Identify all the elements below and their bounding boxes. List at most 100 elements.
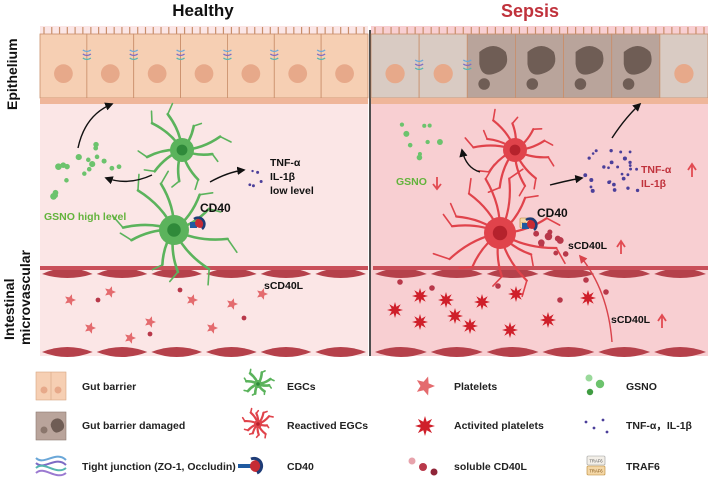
endothelial-cell: [206, 268, 257, 278]
cytokine-dot: [626, 173, 630, 177]
damaged-debris: [527, 46, 556, 75]
cell-nucleus: [241, 64, 261, 84]
glial-branch: [248, 432, 254, 435]
activated-platelet: [462, 318, 478, 334]
epithelial-cell: [320, 33, 369, 99]
soluble-cd40l-dot: [429, 285, 435, 291]
platelet: [187, 294, 198, 306]
glial-branch: [464, 137, 475, 149]
tight-junction-icon: [462, 67, 472, 71]
glial-branch: [487, 186, 501, 194]
cytokine-dot: [248, 183, 252, 187]
platelet-icon: [416, 376, 435, 396]
tight-junction-icon: [462, 63, 472, 67]
legend-cytokines: TNF-α，IL-1β: [626, 420, 693, 432]
glial-branch: [119, 232, 133, 241]
cell-nucleus: [54, 64, 73, 84]
tight-junction-icon: [176, 53, 185, 57]
gsno-dot: [75, 153, 82, 161]
glial-branch: [207, 268, 210, 286]
glial-branch: [251, 392, 256, 396]
glial-branch: [168, 271, 179, 283]
endothelial-cell: [598, 347, 651, 357]
cytokine-dot: [590, 188, 595, 193]
soluble-cd40l-dot: [557, 297, 563, 303]
legend-gsno: GSNO: [626, 381, 657, 393]
tight-junction-icon: [223, 57, 232, 61]
soluble-cd40l-dot: [556, 236, 564, 244]
glial-branch: [166, 102, 174, 115]
healthy-egc-upper: [137, 102, 232, 191]
traf6-icon: TRAF6 TRAF6: [586, 455, 606, 476]
glial-branch: [112, 215, 124, 229]
glial-branch: [449, 202, 458, 218]
glial-branch: [208, 208, 222, 213]
gsno-dot: [89, 161, 96, 168]
cytokine-dot: [608, 180, 612, 183]
arrow-sepsis-to-cytokine: [549, 174, 584, 186]
activated-platelet: [387, 302, 403, 318]
tight-junction-icon: [414, 63, 424, 67]
endothelial-cell: [486, 347, 539, 357]
gsno-down-arrow-icon: [432, 177, 442, 191]
endothelial-cell: [151, 347, 202, 357]
glial-branch: [219, 135, 232, 143]
legend-cytokine-icon: [584, 418, 609, 434]
healthy-platelets: [65, 286, 268, 344]
endothelial-cell: [42, 268, 93, 278]
activated-platelet: [438, 292, 454, 308]
endothelial-cell: [430, 268, 483, 278]
endothelial-cell: [96, 347, 148, 357]
legend-egcs: EGCs: [287, 381, 316, 393]
cytokine-dot: [591, 152, 595, 155]
cytokine-dot: [607, 166, 610, 170]
cytokine-dot: [616, 165, 620, 169]
tight-junction-icon: [176, 49, 185, 53]
cytokine-dot: [620, 172, 624, 176]
gsno-dot: [93, 141, 99, 148]
glial-branch: [266, 424, 270, 429]
soluble-cd40l-dot: [547, 229, 553, 235]
endothelial-cell: [542, 347, 595, 357]
platelet: [227, 298, 238, 310]
sepsis-epithelium: [370, 27, 708, 104]
soluble-cd40l-dot: [553, 250, 559, 256]
tight-junction-icon: [269, 57, 279, 61]
endothelial-cell: [375, 268, 427, 278]
glial-branch: [226, 238, 238, 254]
glial-branch: [255, 433, 260, 439]
glial-branch: [137, 150, 148, 158]
tight-junction-icon: [269, 53, 279, 57]
cytokine-dot: [256, 170, 260, 174]
gsno-dot: [55, 163, 62, 170]
glial-branch: [555, 247, 566, 265]
platelet: [105, 286, 116, 298]
damaged-debris: [574, 78, 587, 90]
label-microvascular: microvascular: [17, 250, 33, 345]
endothelial-cell: [315, 347, 366, 357]
tight-junction-icon: [82, 49, 92, 53]
soluble-cd40l-dot: [537, 239, 545, 247]
cell-nucleus: [433, 64, 453, 84]
basement-membrane: [40, 98, 368, 104]
cytokine-dot: [251, 169, 254, 173]
cytokine-dot: [589, 177, 594, 183]
legend: Gut barrier Gut barrier damaged Tight ju…: [35, 368, 693, 477]
legend-reactived-egc-icon: [241, 407, 274, 439]
activated-platelet: [474, 294, 490, 310]
glial-nucleus: [167, 223, 181, 237]
gsno-dot: [93, 145, 99, 151]
cytokine-dot: [251, 184, 255, 188]
cytokine-dot: [602, 165, 606, 169]
glial-nucleus: [492, 225, 508, 241]
glial-branch: [492, 108, 496, 122]
activated-platelet: [412, 288, 428, 304]
tight-junction-icon: [269, 49, 279, 53]
glial-nucleus: [256, 382, 260, 386]
arrow-healthy-egc-to-gsno: [104, 174, 153, 185]
cytokine-dot: [587, 156, 591, 160]
sepsis-egc-upper: [464, 108, 555, 197]
platelet: [85, 322, 96, 334]
legend-soluble-cd40l-icon: [408, 457, 438, 476]
legend-soluble-cd40l: soluble CD40L: [454, 461, 528, 473]
